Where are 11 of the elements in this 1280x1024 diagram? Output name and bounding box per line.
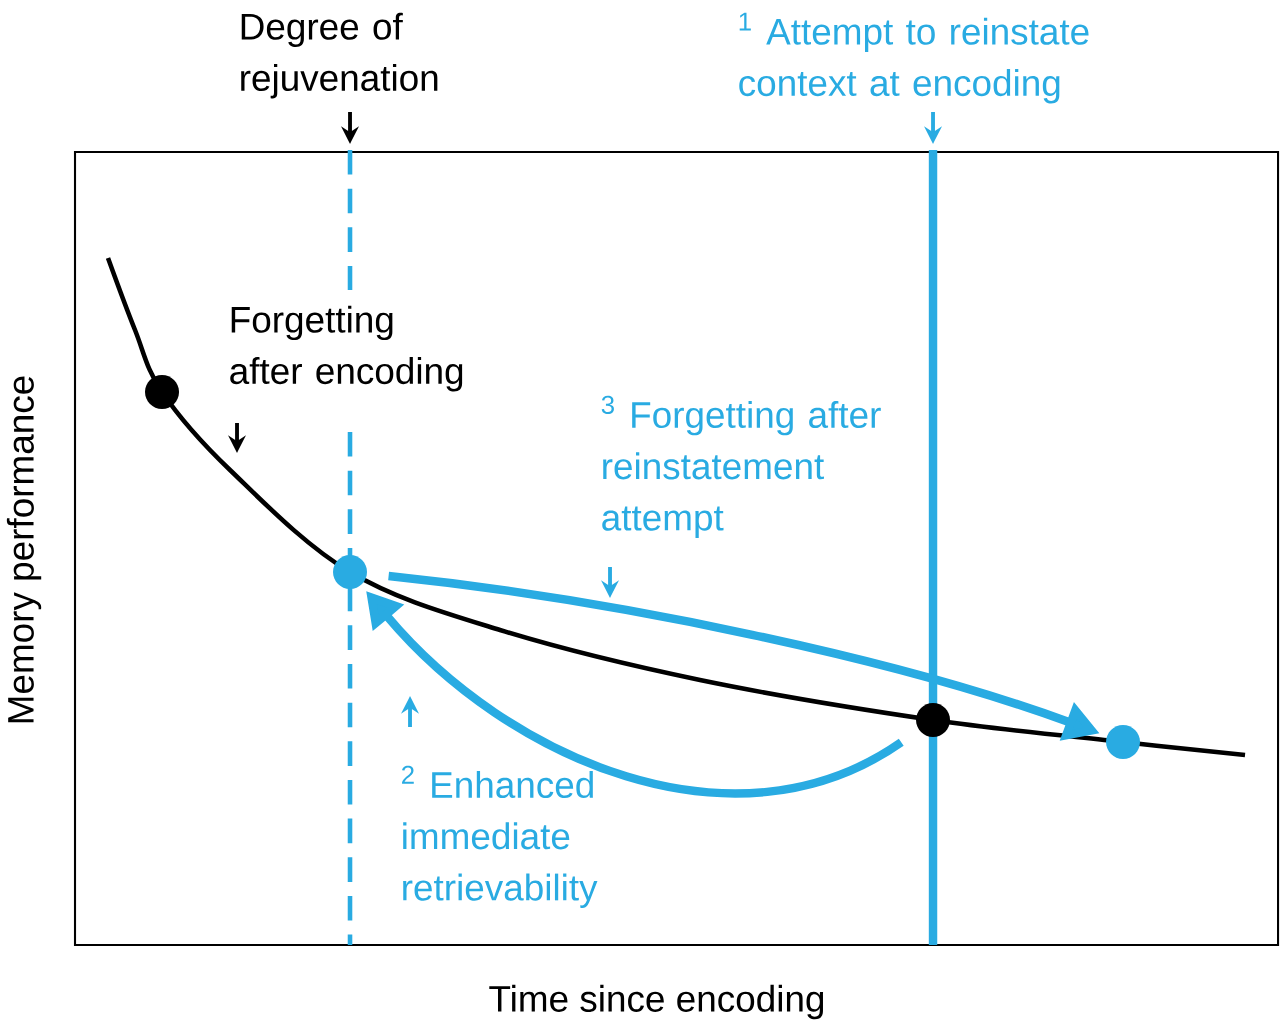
axis-label: Memory performance (6, 376, 42, 723)
data-point (333, 555, 367, 589)
data-point (1106, 725, 1140, 759)
annotation: $^{1}$ Attempt to reinstate context at encoding (739, 12, 1089, 104)
data-point (916, 703, 950, 737)
data-point (145, 375, 179, 409)
annotation: Forgetting after encoding (230, 305, 463, 392)
annotation: $^{3}$ Forgetting after reinstatement attempt (601, 395, 881, 538)
axis-label: Time since encoding (489, 984, 824, 1020)
annotation: $^{2}$ Enhanced immediate retrievability (402, 765, 598, 908)
annotation: Degree of rejuvenation (241, 12, 438, 99)
